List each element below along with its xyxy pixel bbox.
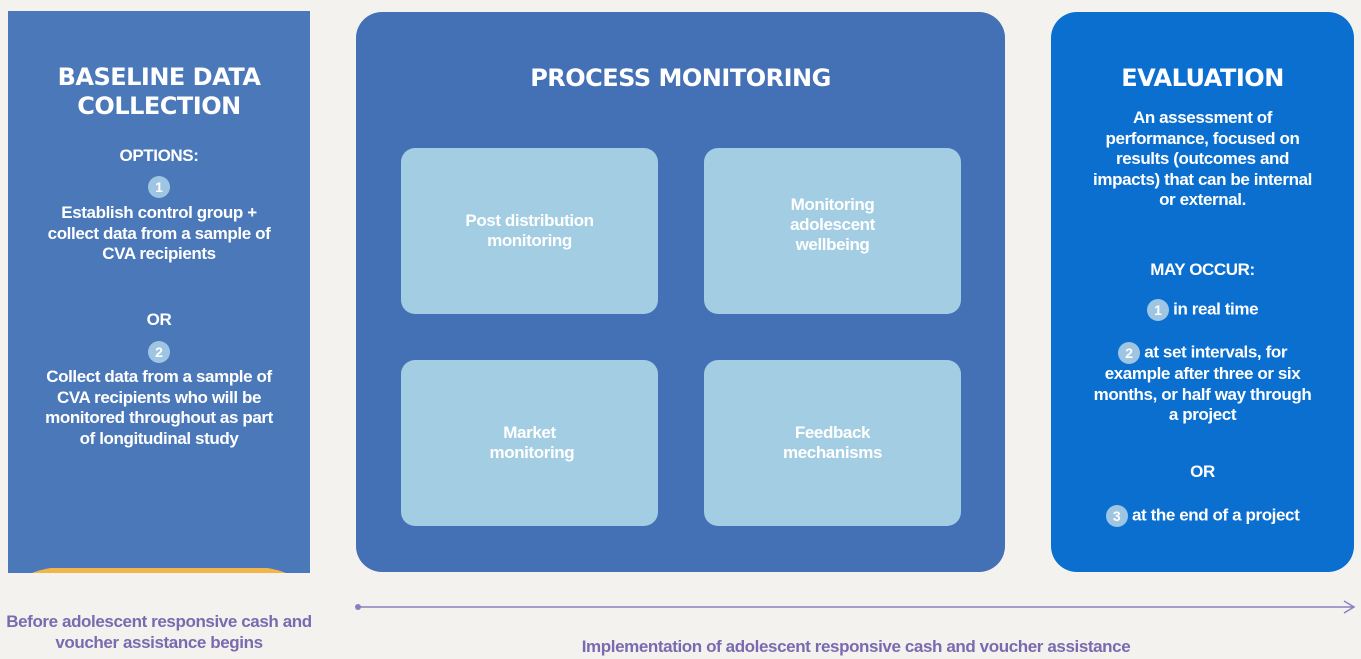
process-title: Process monitoring — [530, 64, 831, 92]
evaluation-item-1: 1 in real time — [1071, 299, 1334, 321]
baseline-title: Baseline data collection — [57, 63, 261, 120]
adolescent-wellbeing-box: Monitoring adolescent wellbeing — [704, 148, 961, 314]
option-2-text: Collect data from a sample of CVA recipi… — [45, 367, 273, 448]
implementation-caption: Implementation of adolescent responsive … — [581, 637, 1131, 656]
process-monitoring-panel: Process monitoring Post distribution mon… — [356, 12, 1005, 572]
feedback-mechanisms-box: Feedback mechanisms — [704, 360, 961, 526]
market-monitoring-box: Market monitoring — [401, 360, 658, 526]
baseline-or-label: OR — [146, 310, 172, 329]
baseline-panel: Baseline data collection OPTIONS: 1 Esta… — [8, 11, 310, 573]
evaluation-panel: Evaluation An assessment of performance,… — [1051, 12, 1354, 572]
option-1-text: Establish control group + collect data f… — [47, 203, 271, 263]
evaluation-or-label: OR — [1190, 462, 1215, 481]
evaluation-title: Evaluation — [1121, 64, 1284, 92]
may-occur-label: MAY OCCUR: — [1150, 260, 1255, 279]
options-label: OPTIONS: — [119, 146, 199, 165]
evaluation-item-2: 2 at set intervals, for example after th… — [1093, 342, 1312, 424]
post-distribution-monitoring-box: Post distribution monitoring — [401, 148, 658, 314]
evaluation-item-3: 3 at the end of a project — [1071, 505, 1334, 527]
option-1-number: 1 — [8, 176, 310, 198]
option-2-number: 2 — [8, 341, 310, 363]
evaluation-description: An assessment of performance, focused on… — [1093, 108, 1312, 209]
timeline-arrow — [355, 600, 1356, 614]
before-caption: Before adolescent responsive cash and vo… — [6, 612, 312, 652]
